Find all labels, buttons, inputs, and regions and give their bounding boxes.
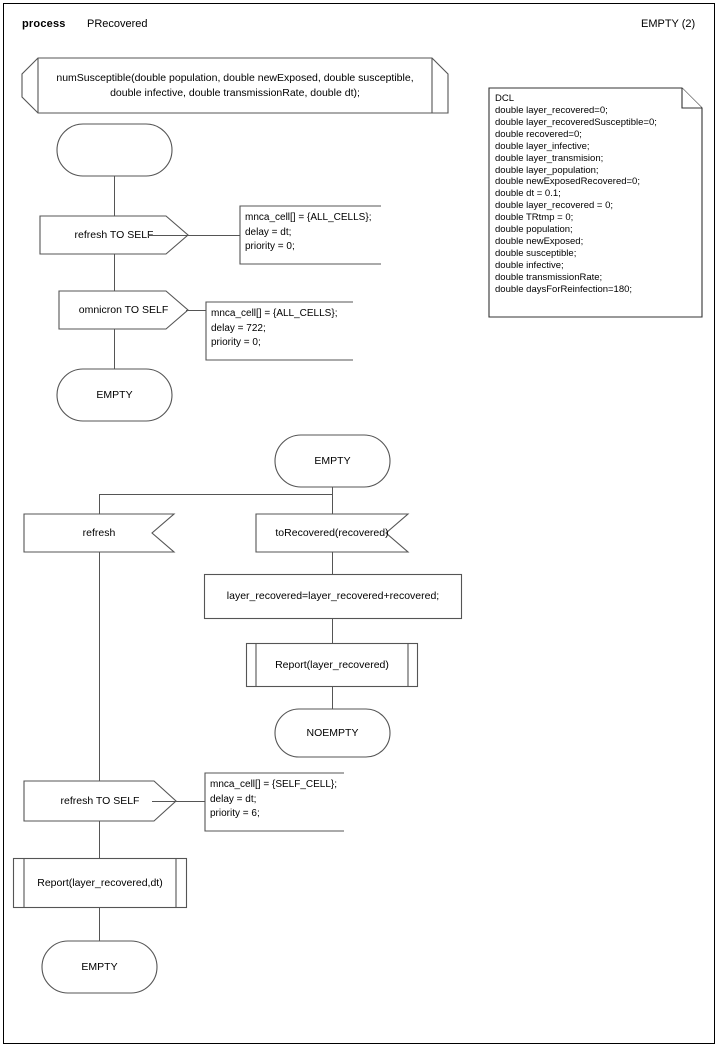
input-torecovered[interactable]: toRecovered(recovered)	[255, 513, 410, 553]
branch-line	[99, 494, 100, 514]
comment-refresh-2: mnca_cell[] = {SELF_CELL}; delay = dt; p…	[204, 772, 344, 832]
state-noempty[interactable]: NOEMPTY	[274, 708, 391, 758]
page-state-label: EMPTY (2)	[641, 18, 696, 30]
dcl-note: DCL double layer_recovered=0; double lay…	[488, 87, 703, 318]
call-report-1[interactable]: Report(layer_recovered)	[245, 642, 419, 688]
task-layer-recovered[interactable]: layer_recovered=layer_recovered+recovere…	[203, 573, 463, 620]
flowline	[332, 619, 333, 643]
state-empty-1[interactable]: EMPTY	[56, 368, 173, 422]
process-keyword: process	[22, 18, 66, 30]
flowline	[114, 329, 115, 369]
call-report-2[interactable]: Report(layer_recovered,dt)	[12, 857, 188, 909]
flowline	[114, 176, 115, 216]
comment-omnicron: mnca_cell[] = {ALL_CELLS}; delay = 722; …	[205, 301, 353, 361]
comment-connector	[152, 801, 205, 802]
diagram-frame	[3, 3, 715, 1044]
flowline	[332, 487, 333, 514]
flowline	[332, 687, 333, 709]
flowline	[99, 552, 100, 781]
flowline	[99, 908, 100, 941]
comment-connector	[148, 235, 240, 236]
text-symbol-numsusceptible: numSusceptible(double population, double…	[21, 57, 449, 114]
output-omnicron-to-self[interactable]: omnicron TO SELF	[58, 290, 189, 330]
flowline	[332, 552, 333, 574]
comment-refresh-1: mnca_cell[] = {ALL_CELLS}; delay = dt; p…	[239, 205, 381, 265]
process-name: PRecovered	[87, 18, 148, 30]
state-empty-3[interactable]: EMPTY	[41, 940, 158, 994]
comment-connector	[186, 310, 206, 311]
state-empty-2[interactable]: EMPTY	[274, 434, 391, 488]
branch-line	[99, 494, 333, 495]
state-start[interactable]	[56, 123, 173, 177]
flowline	[114, 254, 115, 291]
flowline	[99, 821, 100, 858]
input-refresh[interactable]: refresh	[23, 513, 176, 553]
